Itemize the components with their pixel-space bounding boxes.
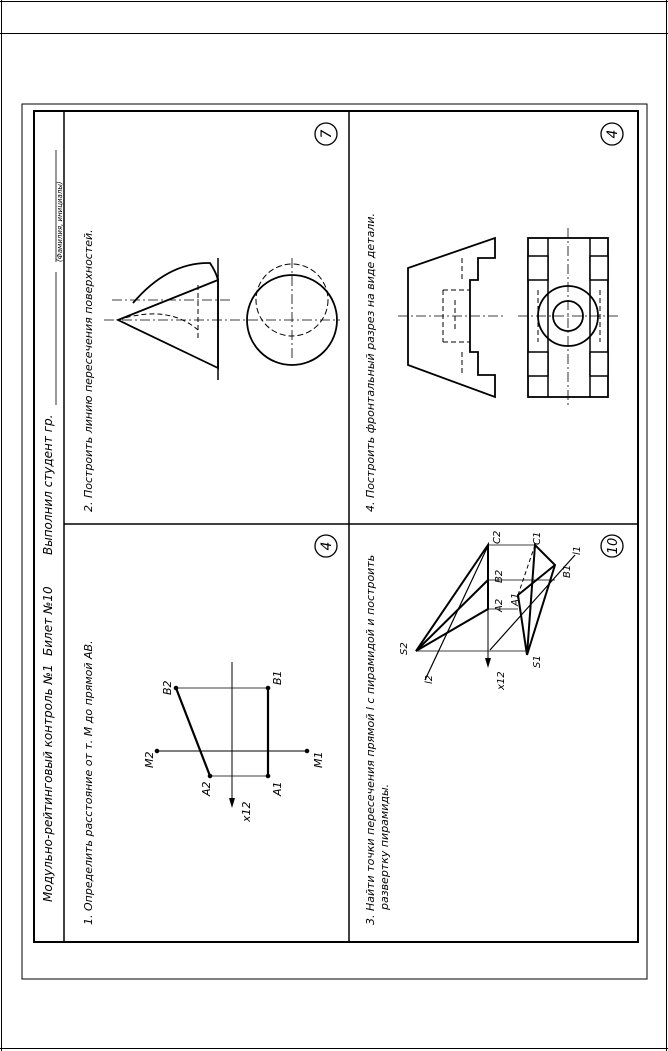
svg-text:4: 4 bbox=[319, 542, 335, 551]
svg-text:7: 7 bbox=[319, 129, 335, 138]
label-a1-t3: A1 bbox=[510, 593, 521, 607]
label-m1: M1 bbox=[312, 752, 325, 769]
svg-text:4: 4 bbox=[605, 130, 621, 139]
task-2-text: 2. Построить линию пересечения поверхнос… bbox=[82, 229, 95, 512]
page-top-line bbox=[0, 1, 668, 2]
header-title: Модульно-рейтинговый контроль №1 bbox=[41, 664, 55, 902]
fio-caption: (Фамилия, инициалы) bbox=[56, 181, 64, 262]
svg-text:10: 10 bbox=[606, 538, 621, 555]
label-s1: S1 bbox=[532, 655, 543, 668]
page-bottom-line bbox=[0, 1048, 668, 1049]
label-c2: C2 bbox=[492, 531, 503, 544]
task-1-drawing bbox=[154, 662, 310, 808]
inner-frame bbox=[33, 110, 639, 943]
label-b1: B1 bbox=[271, 670, 284, 685]
task-4-text: 4. Построить фронтальный разрез на виде … bbox=[364, 213, 377, 512]
task-2-drawing bbox=[104, 258, 340, 380]
task-3-score: 10 bbox=[600, 534, 624, 558]
task-1-score: 4 bbox=[314, 534, 338, 558]
label-c1: C1 bbox=[532, 532, 543, 545]
label-b1-t3: B1 bbox=[562, 565, 573, 578]
header-student-label: Выполнил студент гр. bbox=[41, 415, 55, 555]
task-1-text: 1. Определить расстояние от т. М до прям… bbox=[82, 640, 95, 925]
task-4-drawing bbox=[398, 228, 620, 405]
label-b2: B2 bbox=[161, 680, 174, 695]
label-a2-t3: A2 bbox=[494, 599, 505, 613]
task-2-score: 7 bbox=[314, 122, 338, 146]
task-3-drawing bbox=[415, 541, 576, 681]
page-header-line bbox=[0, 33, 668, 34]
header-ticket: Билет №10 bbox=[41, 586, 55, 656]
label-s2: S2 bbox=[399, 642, 410, 655]
page-right-line bbox=[666, 0, 667, 1051]
label-a2: A2 bbox=[200, 781, 213, 797]
label-x12-t3: x12 bbox=[496, 671, 507, 691]
label-m2: M2 bbox=[143, 752, 156, 769]
task-3-text-line2: развертку пирамиды. bbox=[378, 784, 391, 911]
task-4-score: 4 bbox=[600, 122, 624, 146]
label-l1: l1 bbox=[572, 546, 583, 555]
label-l2: l2 bbox=[424, 675, 435, 684]
page-left-line bbox=[1, 0, 2, 1051]
task-3-text-line1: 3. Найти точки пересечения прямой l с пи… bbox=[364, 555, 377, 925]
outer-frame bbox=[21, 103, 648, 980]
label-b2-t3: B2 bbox=[494, 570, 505, 583]
label-x12: x12 bbox=[240, 801, 253, 823]
label-a1: A1 bbox=[271, 781, 284, 797]
